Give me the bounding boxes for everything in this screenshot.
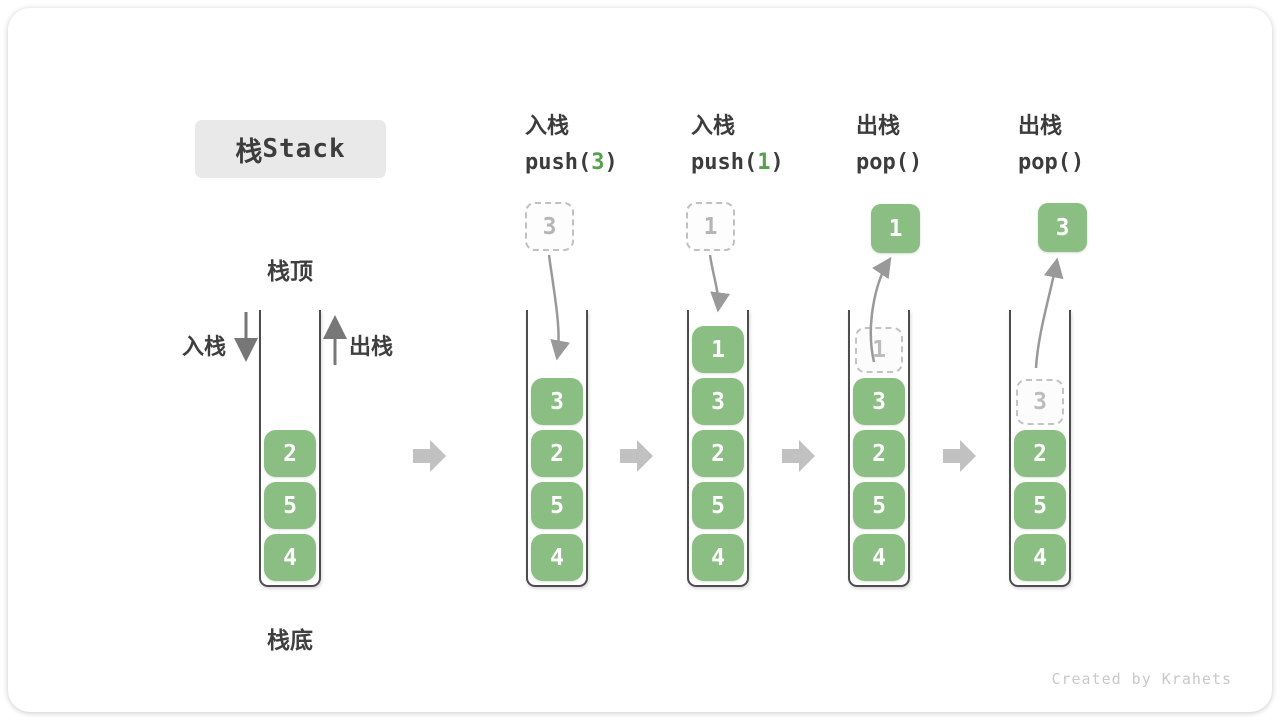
- step-arrow-3: [782, 440, 815, 472]
- step-arrow-2: [620, 440, 653, 472]
- header-pop-1: 出栈 pop(): [856, 112, 1016, 178]
- op-code: push(1): [691, 148, 851, 178]
- stack-cell: 5: [264, 482, 316, 529]
- stack-after-push-3: 3 2 5 4: [526, 310, 588, 587]
- stack-cell: 3: [692, 378, 744, 425]
- stack-cell: 2: [853, 430, 905, 477]
- push-direction-label: 入栈: [182, 335, 227, 360]
- stack-top-label: 栈顶: [267, 259, 313, 285]
- stack-cell: 2: [531, 430, 583, 477]
- op-code: pop(): [856, 148, 1016, 178]
- op-code: push(3): [525, 148, 685, 178]
- diagram-card: 栈 Stack 入栈 push(3) 入栈 push(1) 出栈 pop() 出…: [8, 8, 1272, 712]
- code-arg: 3: [591, 150, 605, 175]
- incoming-value-box-3: 3: [525, 202, 574, 251]
- stack-cell: 5: [853, 482, 905, 529]
- code-close: ): [1070, 150, 1085, 175]
- stack-cell: 4: [853, 534, 905, 581]
- op-label: 出栈: [856, 114, 901, 139]
- stack-cell: 5: [1014, 482, 1066, 529]
- stack-after-pop-1: 1 3 2 5 4: [848, 310, 910, 587]
- step-arrow-4: [943, 440, 976, 472]
- stack-cell: 2: [264, 430, 316, 477]
- stack-cell: 4: [531, 534, 583, 581]
- code-close: ): [770, 150, 784, 175]
- stack-cell: 1: [692, 326, 744, 373]
- stack-cell-ghost: 1: [855, 327, 903, 373]
- code-close: ): [604, 150, 618, 175]
- footer-credit: Created by Krahets: [1051, 670, 1232, 688]
- code-arg: 1: [757, 150, 771, 175]
- stack-after-pop-3: 3 2 5 4: [1009, 310, 1071, 587]
- code-fn: push(: [691, 150, 758, 175]
- title-badge: 栈 Stack: [195, 120, 386, 178]
- stack-bottom-label: 栈底: [267, 628, 313, 654]
- stack-cell: 4: [264, 534, 316, 581]
- stack-cell: 2: [1014, 430, 1066, 477]
- push-1-curved-arrow: [708, 254, 731, 313]
- stack-cell-ghost: 3: [1016, 379, 1064, 425]
- title-en: Stack: [262, 134, 346, 164]
- stack-after-push-1: 1 3 2 5 4: [687, 310, 749, 587]
- stack-cell: 5: [692, 482, 744, 529]
- op-label: 入栈: [691, 114, 736, 139]
- code-fn: pop(: [856, 150, 909, 175]
- code-fn: pop(: [1018, 150, 1071, 175]
- step-arrow-1: [413, 440, 446, 472]
- header-push-1: 入栈 push(1): [691, 112, 851, 178]
- stack-cell: 3: [853, 378, 905, 425]
- header-pop-3: 出栈 pop(): [1018, 112, 1178, 178]
- stack-cell: 3: [531, 378, 583, 425]
- stack-cell: 2: [692, 430, 744, 477]
- op-code: pop(): [1018, 148, 1178, 178]
- stack-cell: 5: [531, 482, 583, 529]
- op-label: 入栈: [525, 114, 570, 139]
- pop-direction-label: 出栈: [349, 335, 394, 360]
- incoming-value-box-1: 1: [686, 202, 735, 251]
- header-push-3: 入栈 push(3): [525, 112, 685, 178]
- code-fn: push(: [525, 150, 592, 175]
- stack-cell: 4: [692, 534, 744, 581]
- title-zh: 栈: [235, 136, 263, 168]
- popped-value-box-3: 3: [1038, 203, 1087, 252]
- op-label: 出栈: [1018, 114, 1063, 139]
- stack-initial: 2 5 4: [259, 310, 321, 587]
- code-close: ): [908, 150, 923, 175]
- popped-value-box-1: 1: [871, 204, 920, 253]
- stack-cell: 4: [1014, 534, 1066, 581]
